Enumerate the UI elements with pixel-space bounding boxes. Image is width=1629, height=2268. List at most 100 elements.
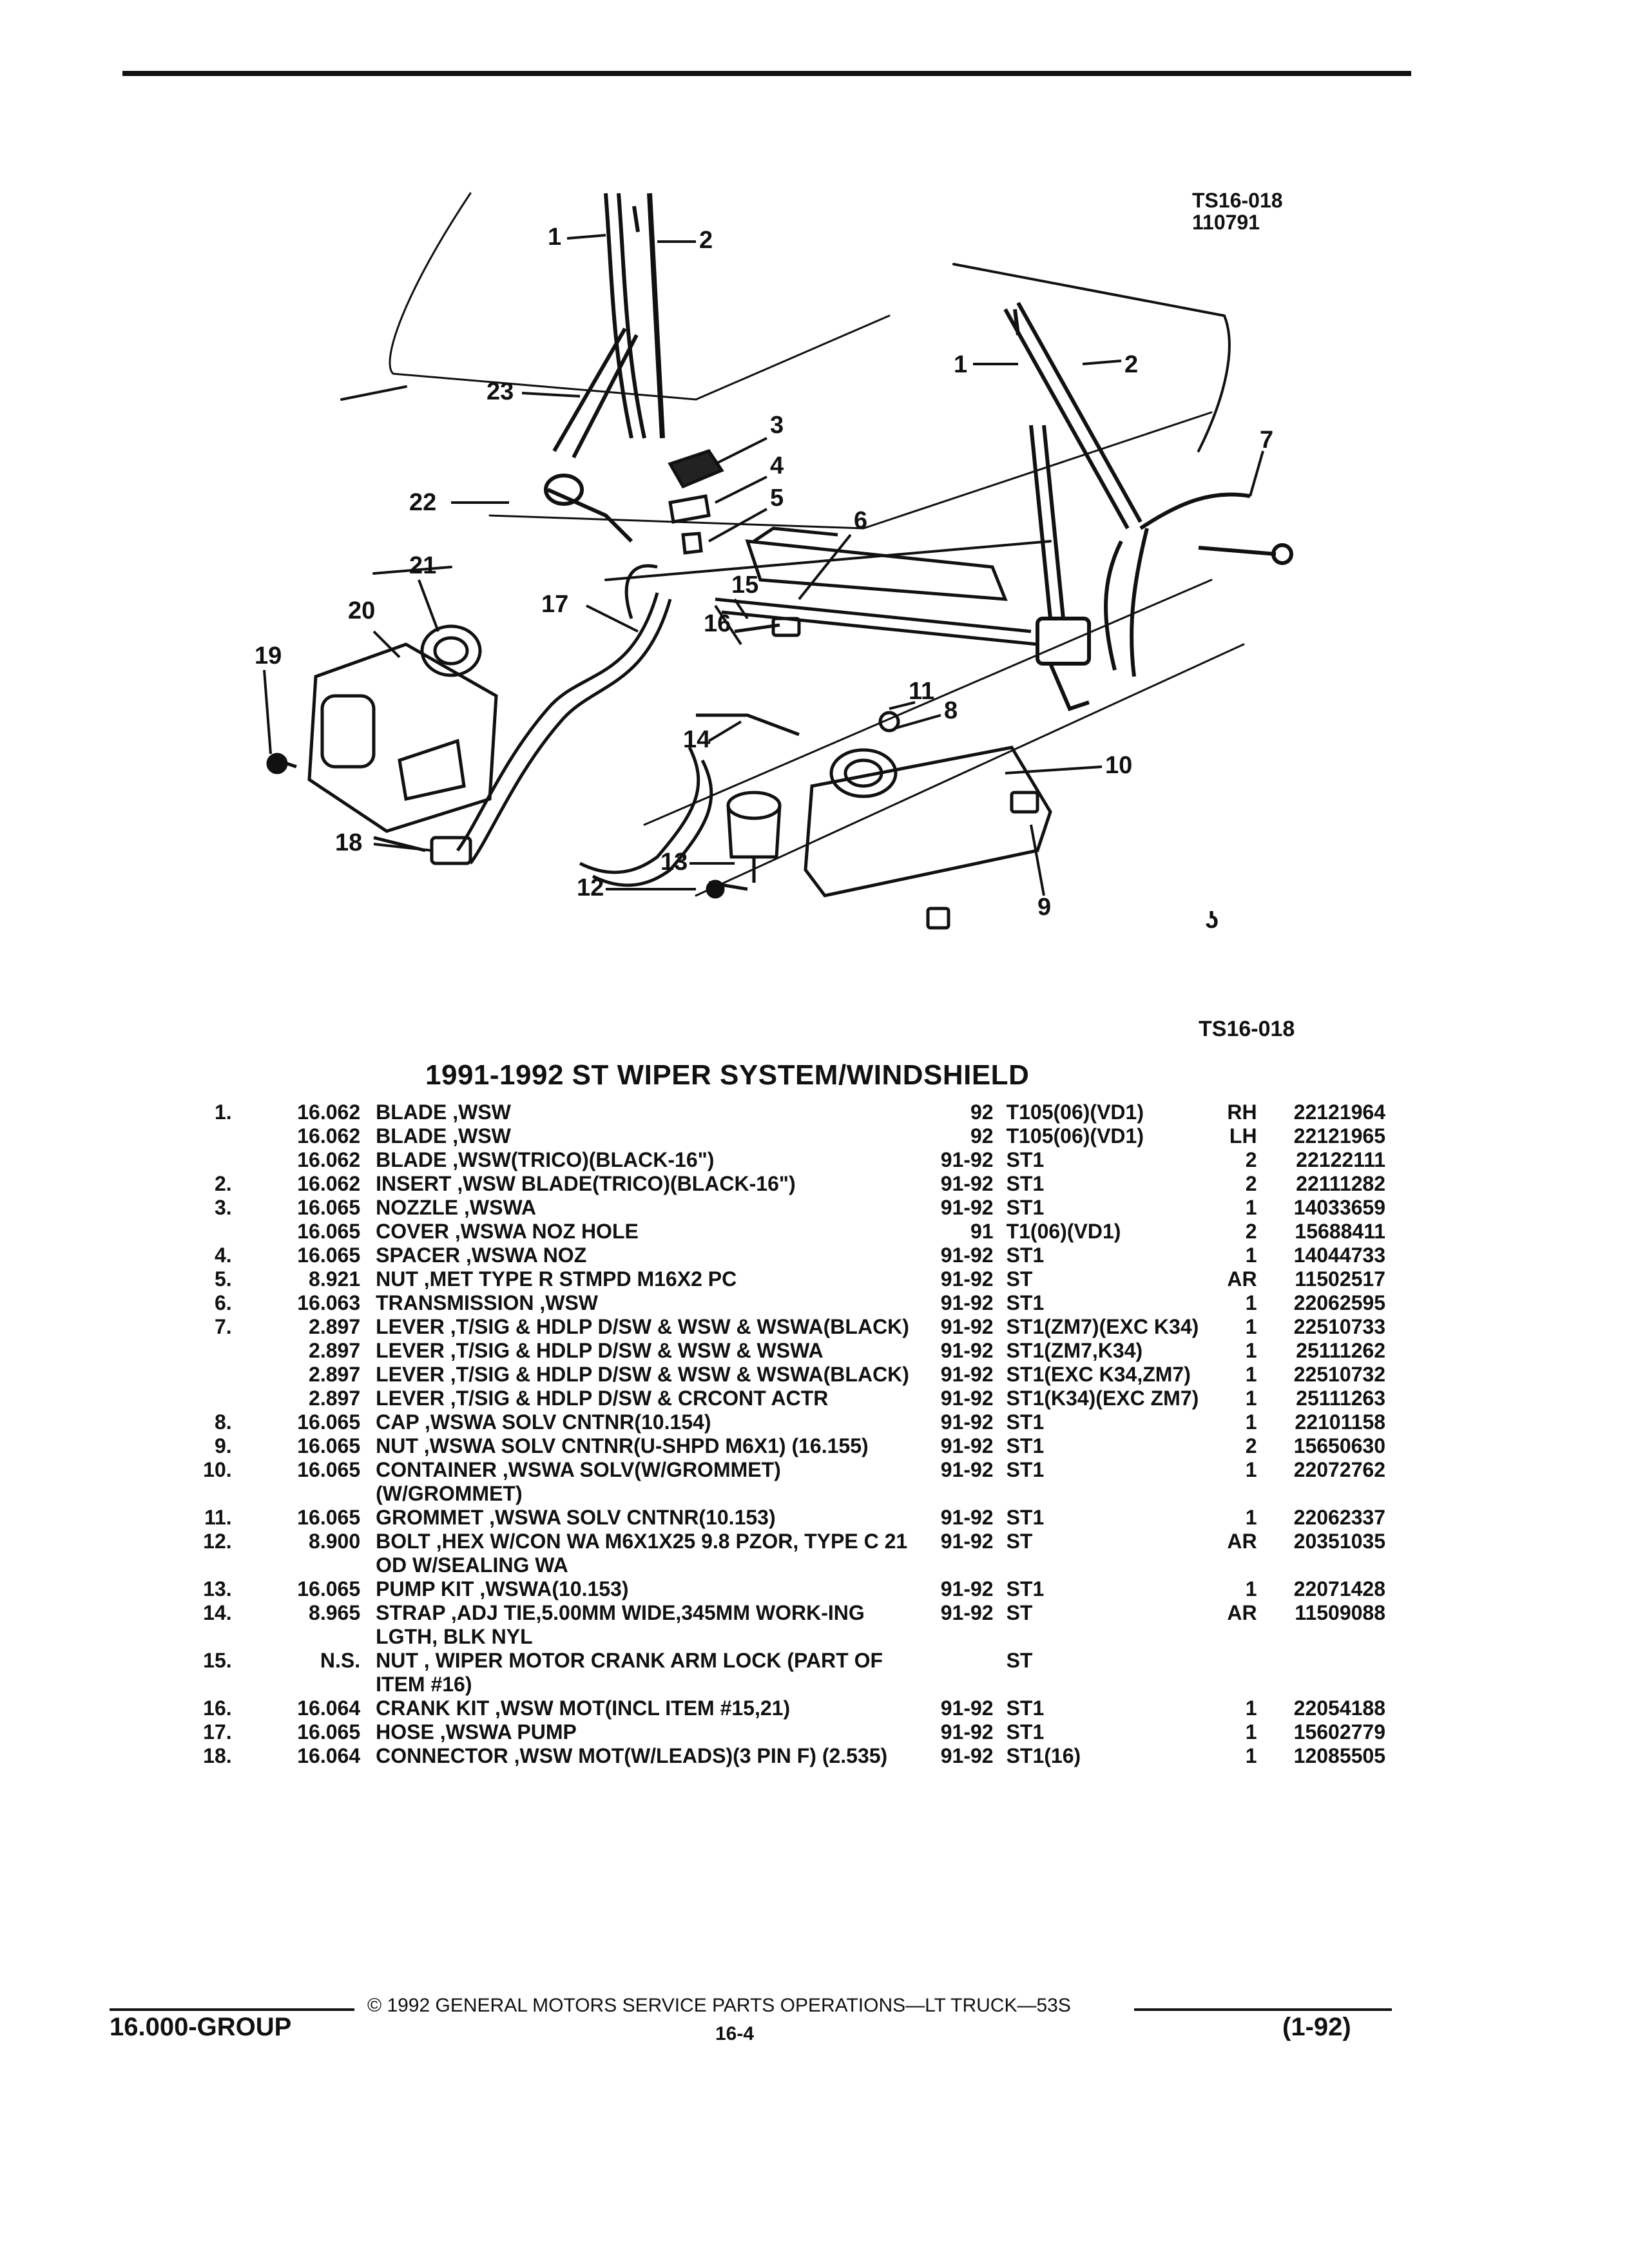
group-number: 16.062 (297, 1100, 361, 1124)
quantity: 1 (1245, 1744, 1257, 1767)
callout-21: 21 (409, 552, 436, 579)
part-description: SPACER ,WSWA NOZ (376, 1244, 587, 1267)
group-number: 8.965 (309, 1601, 361, 1624)
washer-pump (706, 791, 782, 899)
callout-2-right: 2 (1124, 351, 1138, 378)
top-rule (122, 71, 1411, 76)
usage-code: ST (1006, 1267, 1033, 1291)
callout-19: 19 (255, 642, 282, 669)
quantity: 1 (1245, 1244, 1257, 1267)
callout-18: 18 (335, 829, 362, 856)
quantity: 1 (1245, 1506, 1257, 1529)
callout-2: 2 (699, 227, 713, 254)
part-number: 15688411 (1295, 1220, 1386, 1243)
group-number: 16.065 (297, 1577, 361, 1600)
quantity: 1 (1245, 1410, 1257, 1434)
usage-code: ST1 (1006, 1196, 1045, 1219)
quantity (1212, 1649, 1257, 1696)
page-number: 16-4 (715, 2023, 755, 2044)
item-number: 8. (214, 1410, 232, 1434)
model-years: 92 (970, 1100, 994, 1124)
group-number: 16.065 (297, 1506, 361, 1529)
usage-code: ST1 (1006, 1434, 1045, 1457)
part-number: 22054188 (1293, 1696, 1386, 1720)
usage-code: ST1 (1006, 1696, 1045, 1720)
illustration-code-lower: TS16-018 (1199, 1017, 1295, 1041)
model-years (910, 1649, 994, 1696)
footer-rule-left (110, 2008, 354, 2011)
quantity: LH (1229, 1124, 1257, 1148)
quantity: 1 (1245, 1196, 1257, 1219)
parts-row: 7. 2.897 LEVER ,T/SIG & HDLP D/SW & WSW … (148, 1315, 1385, 1339)
parts-row: 16.062 BLADE ,WSW(TRICO)(BLACK-16") 91-9… (148, 1148, 1385, 1172)
item-number: 12. (203, 1530, 232, 1553)
part-number: 14044733 (1293, 1244, 1386, 1267)
item-number: 17. (203, 1720, 232, 1744)
part-number: 25111263 (1296, 1387, 1386, 1410)
part-number: 12085505 (1293, 1744, 1386, 1767)
part-number (1257, 1649, 1385, 1696)
item-number: 3. (214, 1196, 232, 1219)
usage-code: ST1(EXC K34,ZM7) (1006, 1363, 1191, 1386)
parts-row: 16. 16.064 CRANK KIT ,WSW MOT(INCL ITEM … (148, 1696, 1385, 1720)
model-years: 91-92 (940, 1196, 994, 1219)
usage-code: T1(06)(VD1) (1006, 1220, 1121, 1243)
revision-code: (1-92) (1282, 2013, 1351, 2041)
model-years: 91-92 (940, 1696, 994, 1720)
illustration-code: TS16-018 (1192, 189, 1283, 212)
parts-row: 9. 16.065 NUT ,WSWA SOLV CNTNR(U-SHPD M6… (148, 1434, 1385, 1458)
callout-7: 7 (1260, 427, 1273, 454)
part-number: 22062337 (1293, 1506, 1386, 1529)
left-wiper-blade (604, 193, 665, 439)
part-number: 15650630 (1293, 1434, 1386, 1457)
right-wiper-arm (1029, 425, 1091, 711)
model-years: 91-92 (940, 1410, 994, 1434)
parts-row: 10. 16.065 CONTAINER ,WSWA SOLV(W/GROMME… (148, 1458, 1385, 1506)
part-description: BLADE ,WSW (376, 1100, 511, 1124)
group-number: 16.062 (297, 1148, 361, 1171)
quantity: 1 (1245, 1720, 1257, 1744)
item-number: 7. (214, 1315, 232, 1338)
quantity: 1 (1245, 1577, 1257, 1600)
callout-14: 14 (683, 726, 710, 753)
usage-code: ST1 (1006, 1458, 1045, 1481)
part-number: 11502517 (1295, 1267, 1386, 1291)
callout-1: 1 (548, 224, 561, 251)
group-number: 16.065 (297, 1434, 361, 1457)
item-number (148, 1148, 232, 1172)
callout-12: 12 (577, 874, 604, 901)
model-years: 91-92 (940, 1577, 994, 1600)
usage-code: ST (1006, 1649, 1033, 1672)
item-number (148, 1220, 232, 1244)
usage-code: ST1 (1006, 1720, 1045, 1744)
part-number: 22510732 (1293, 1363, 1386, 1386)
model-years: 91-92 (940, 1387, 994, 1410)
group-number: 16.062 (297, 1172, 361, 1195)
parts-row: 11. 16.065 GROMMET ,WSWA SOLV CNTNR(10.1… (148, 1506, 1385, 1530)
group-number: 2.897 (309, 1363, 361, 1386)
model-years: 91-92 (940, 1720, 994, 1744)
callout-6: 6 (854, 507, 867, 534)
part-number: 22072762 (1293, 1458, 1386, 1481)
model-years: 91-92 (940, 1434, 994, 1457)
section-title: 1991-1992 ST WIPER SYSTEM/WINDSHIELD (425, 1059, 1030, 1091)
callout-1-right: 1 (954, 351, 967, 378)
usage-code: ST (1006, 1530, 1033, 1553)
part-description: LEVER ,T/SIG & HDLP D/SW & WSW & WSWA(BL… (376, 1315, 909, 1338)
quantity: 1 (1245, 1363, 1257, 1386)
parts-row: 13. 16.065 PUMP KIT ,WSWA(10.153) 91-92 … (148, 1577, 1385, 1601)
group-number: 16.065 (297, 1220, 361, 1243)
parts-row: 17. 16.065 HOSE ,WSWA PUMP 91-92 ST1 1 1… (148, 1720, 1385, 1744)
group-number: 8.900 (309, 1530, 361, 1553)
part-description: LEVER ,T/SIG & HDLP D/SW & WSW & WSWA(BL… (376, 1363, 909, 1386)
group-number: 8.921 (309, 1267, 361, 1291)
group-number: 16.062 (297, 1124, 361, 1148)
quantity: 2 (1245, 1220, 1257, 1243)
illustration-code-block: TS16-018 110791 (1192, 189, 1283, 233)
parts-row: 14. 8.965 STRAP ,ADJ TIE,5.00MM WIDE,345… (148, 1601, 1385, 1649)
group-number: 2.897 (309, 1339, 361, 1362)
callout-8: 8 (944, 697, 958, 724)
parts-list: 1. 16.062 BLADE ,WSW 92 T105(06)(VD1) RH… (148, 1100, 1385, 1768)
usage-code: T105(06)(VD1) (1006, 1100, 1144, 1124)
usage-code: ST1(ZM7,K34) (1006, 1339, 1143, 1362)
